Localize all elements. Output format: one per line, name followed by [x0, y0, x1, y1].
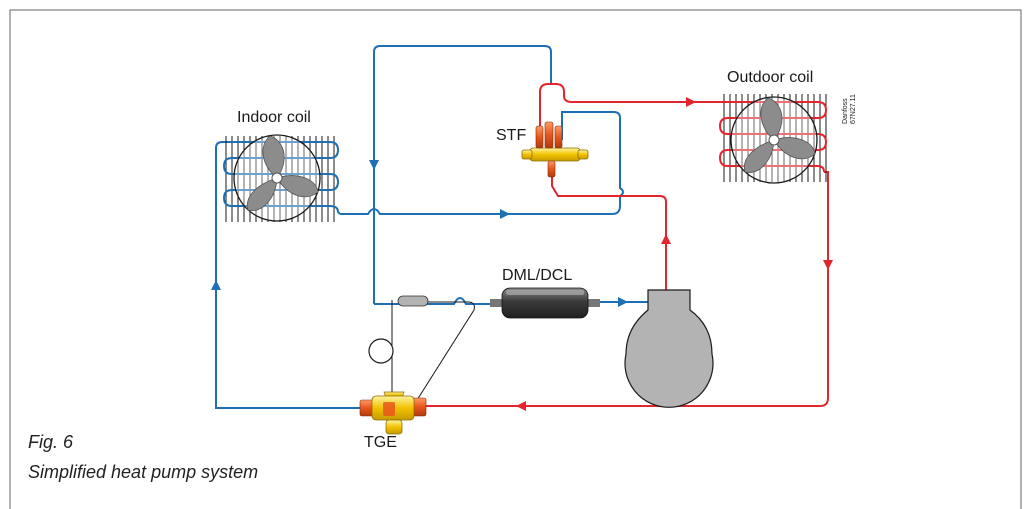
- figure-number: Fig. 6: [28, 432, 74, 452]
- figure-frame: [9, 9, 1022, 509]
- outdoor-coil: [718, 94, 828, 184]
- brand-line-2: 67N27.11: [850, 94, 857, 124]
- pipe-stf-to-outdoor: [539, 83, 722, 140]
- equalizer-line: [400, 301, 475, 409]
- outdoor-coil-label: Outdoor coil: [727, 69, 813, 86]
- flow-arrow-icon: [686, 97, 696, 107]
- compressor-icon: [624, 289, 714, 408]
- flow-arrow-icon: [500, 209, 510, 219]
- hot-piping: [424, 83, 829, 407]
- pipe-outdoor-to-tge: [424, 171, 829, 407]
- sensor-bulb-icon: [397, 295, 429, 307]
- flow-arrow-icon: [369, 160, 379, 170]
- tge-label: TGE: [364, 434, 397, 451]
- dml-dcl-label: DML/DCL: [502, 267, 572, 284]
- cold-piping: [215, 45, 648, 409]
- figure-title: Simplified heat pump system: [28, 462, 258, 482]
- brand-line-1: Danfoss: [842, 98, 849, 124]
- indoor-coil-label: Indoor coil: [237, 109, 311, 126]
- fan-icon: [233, 134, 321, 222]
- four-way-valve-icon: [521, 121, 589, 178]
- indoor-coil-tube: [222, 141, 341, 215]
- flow-arrow-icon: [661, 234, 671, 244]
- stf-label: STF: [496, 127, 526, 144]
- brand-code: Danfoss 67N27.11: [842, 94, 857, 124]
- sight-glass: [368, 338, 394, 364]
- fan-icon: [730, 96, 818, 184]
- expansion-valve-icon: [359, 391, 427, 435]
- pipe-top-loop: [373, 45, 552, 304]
- flow-arrow-icon: [516, 401, 526, 411]
- outdoor-coil-tube: [718, 101, 828, 173]
- flow-arrow-icon: [211, 280, 221, 290]
- pipe-suction-to-drier: [374, 297, 500, 305]
- flow-arrow-icon: [823, 260, 833, 270]
- pipe-indoor-to-tge: [215, 141, 360, 409]
- indoor-coil: [222, 134, 341, 222]
- flow-arrow-icon: [618, 297, 628, 307]
- pipe-compressor-to-stf: [551, 176, 667, 290]
- pipe-indoor-to-stf: [340, 111, 624, 215]
- filter-drier-icon: [490, 287, 600, 319]
- flow-arrows: [211, 97, 833, 411]
- sensing-circuit: [368, 295, 475, 412]
